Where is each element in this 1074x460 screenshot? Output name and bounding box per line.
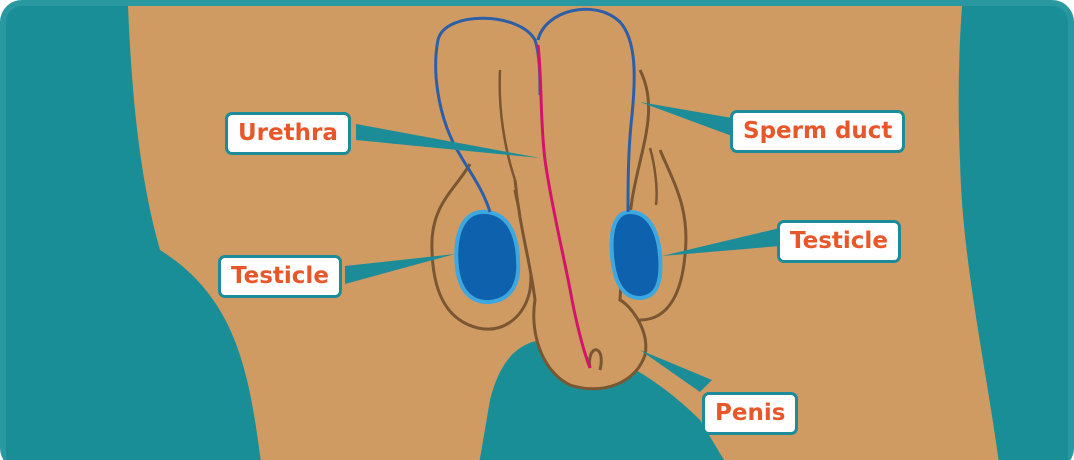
label-testicle-right: Testicle bbox=[777, 220, 901, 263]
testicle-right-shape bbox=[612, 212, 661, 298]
label-testicle-left: Testicle bbox=[218, 255, 342, 298]
label-urethra: Urethra bbox=[225, 112, 351, 155]
testicle-left-shape bbox=[456, 212, 518, 302]
label-sperm-duct: Sperm duct bbox=[730, 110, 905, 153]
label-penis: Penis bbox=[702, 392, 798, 435]
